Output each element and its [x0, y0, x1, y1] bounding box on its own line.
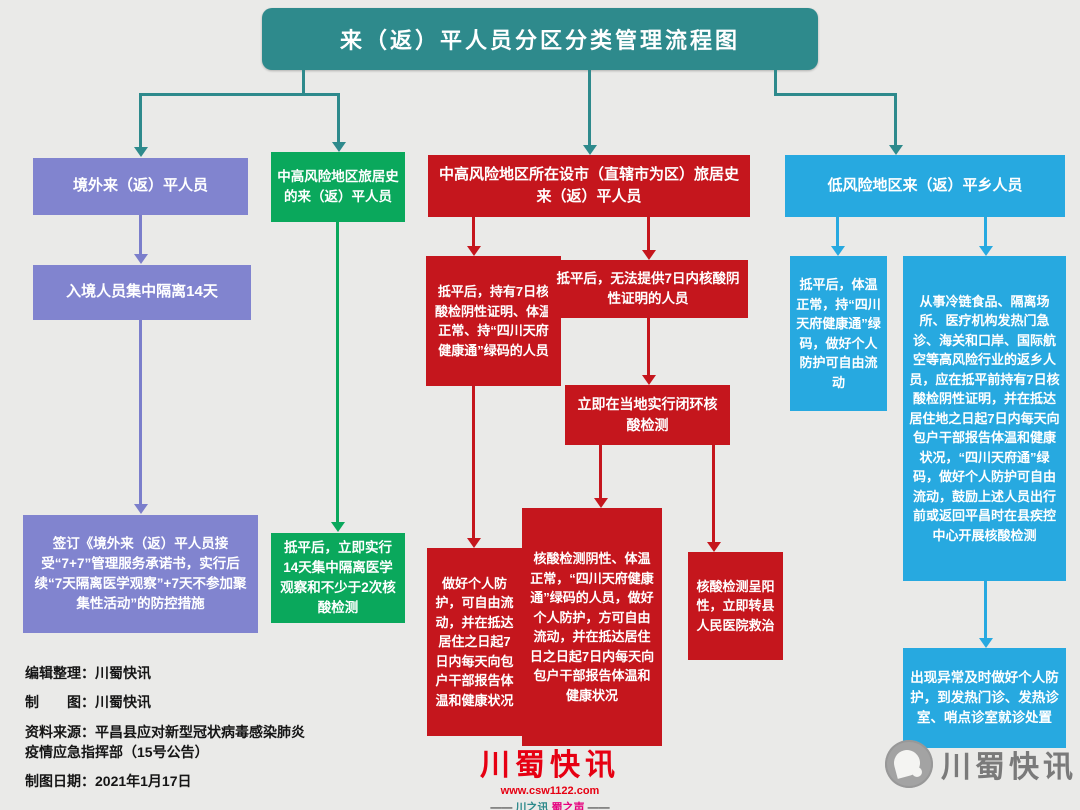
arrow	[336, 222, 339, 523]
footer-date: 制图日期：2021年1月17日	[25, 773, 192, 790]
arrow-to-mid-high-area	[337, 93, 340, 143]
connector-line	[774, 93, 897, 96]
connector-line	[302, 70, 305, 95]
arrow	[712, 445, 715, 543]
arrow-to-overseas	[139, 93, 142, 148]
brand-tagline: —— 川之讯 蜀之声 ——	[445, 799, 655, 810]
node-entry-quarantine-14d: 入境人员集中隔离14天	[33, 265, 251, 320]
node-14d-quarantine-testing: 抵平后，立即实行14天集中隔离医学观察和不少于2次核酸检测	[271, 533, 405, 623]
node-commitment-measures: 签订《境外来（返）平人员接受“7+7”管理服务承诺书，实行后续“7天隔离医学观察…	[23, 515, 258, 633]
arrow	[472, 217, 475, 247]
arrow	[984, 217, 987, 247]
node-abnormal-treatment: 出现异常及时做好个人防护，到发热门诊、发热诊室、哨点诊室就诊处置	[903, 648, 1066, 748]
arrow	[139, 320, 142, 505]
footer-credits: 编辑整理：川蜀快讯 制 图：川蜀快讯 资料来源：平昌县应对新型冠状病毒感染肺炎疫…	[25, 663, 325, 800]
tagline-dash: ——	[490, 802, 513, 810]
connector-line	[139, 93, 340, 96]
node-low-risk-arrivals: 低风险地区来（返）平乡人员	[785, 155, 1065, 217]
panda-logo-icon	[885, 740, 933, 788]
arrow-to-mid-high-city	[588, 70, 591, 146]
arrow	[139, 215, 142, 255]
tagline-right: 蜀之声	[551, 802, 585, 810]
flowchart-title: 来（返）平人员分区分类管理流程图	[262, 8, 818, 70]
brand-block: 川蜀快讯 www.csw1122.com —— 川之讯 蜀之声 ——	[445, 740, 655, 810]
arrow	[984, 581, 987, 639]
node-free-movement-report: 做好个人防护，可自由流动，并在抵达居住之日起7日内每天向包户干部报告体温和健康状…	[427, 548, 522, 736]
node-normal-free-movement: 抵平后，体温正常，持“四川天府健康通”绿码，做好个人防护可自由流动	[790, 256, 887, 411]
side-brand-block: 川蜀快讯	[885, 740, 1077, 788]
node-negative-result: 核酸检测阴性、体温正常，“四川天府健康通”绿码的人员，做好个人防护，方可自由流动…	[522, 508, 662, 746]
node-closed-loop-testing: 立即在当地实行闭环核酸检测	[565, 385, 730, 445]
arrow	[472, 386, 475, 539]
footer-source: 资料来源：平昌县应对新型冠状病毒感染肺炎疫情应急指挥部（15号公告）	[25, 723, 305, 760]
brand-name: 川蜀快讯	[480, 749, 620, 782]
arrow	[647, 318, 650, 376]
node-high-risk-industry: 从事冷链食品、隔离场所、医疗机构发热门急诊、海关和口岸、国际航空等高风险行业的返…	[903, 256, 1066, 581]
brand-url: www.csw1122.com	[500, 785, 600, 797]
node-mid-high-risk-city: 中高风险地区所在设市（直辖市为区）旅居史来（返）平人员	[428, 155, 750, 217]
tagline-dash: ——	[587, 802, 610, 810]
arrow	[599, 445, 602, 499]
node-positive-result: 核酸检测呈阳性，立即转县人民医院救治	[688, 552, 783, 660]
arrow	[836, 217, 839, 247]
arrow-to-low-risk	[894, 93, 897, 146]
footer-drawer: 制 图：川蜀快讯	[25, 694, 151, 711]
side-brand-name: 川蜀快讯	[941, 751, 1077, 784]
tagline-left: 川之讯	[515, 802, 549, 810]
node-without-proof: 抵平后，无法提供7日内核酸阴性证明的人员	[548, 260, 748, 318]
node-with-negative-proof: 抵平后，持有7日核酸检阴性证明、体温正常、持“四川天府健康通”绿码的人员	[426, 256, 561, 386]
arrow	[647, 217, 650, 251]
connector-line	[774, 70, 777, 95]
node-overseas-arrivals: 境外来（返）平人员	[33, 158, 248, 215]
footer-editor: 编辑整理：川蜀快讯	[25, 665, 151, 681]
node-mid-high-risk-history: 中高风险地区旅居史的来（返）平人员	[271, 152, 405, 222]
